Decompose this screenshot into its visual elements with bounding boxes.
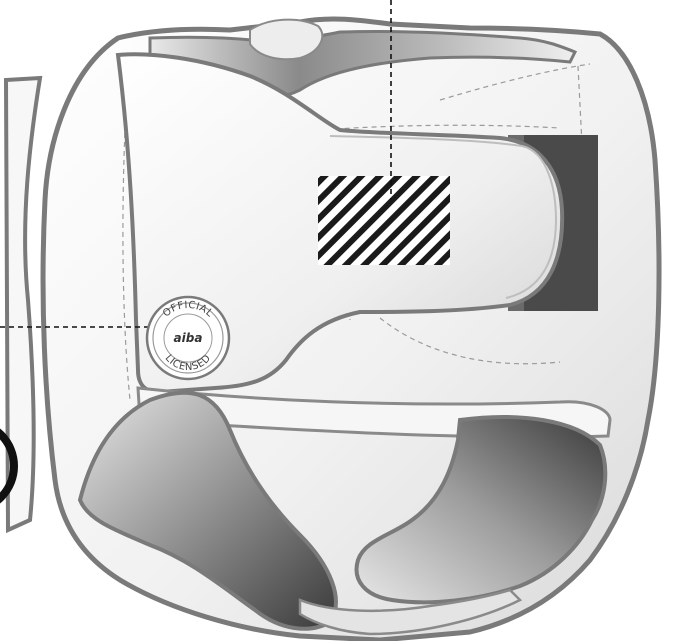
chin-cup — [298, 588, 523, 636]
left-cheek-pad — [77, 390, 338, 631]
official-seal-icon: OFFICIAL LICENSED aiba — [145, 295, 231, 381]
top-knot — [249, 18, 324, 61]
stitch-line — [439, 63, 591, 101]
edge-callout-circle — [0, 428, 18, 504]
stitch-line — [379, 317, 561, 365]
brow-inner-edge — [329, 135, 558, 299]
seal-logo-text: aiba — [174, 331, 203, 345]
hatched-label-area-icon — [318, 176, 450, 265]
stitch-line — [122, 69, 131, 401]
shell-left-rim — [3, 75, 43, 534]
